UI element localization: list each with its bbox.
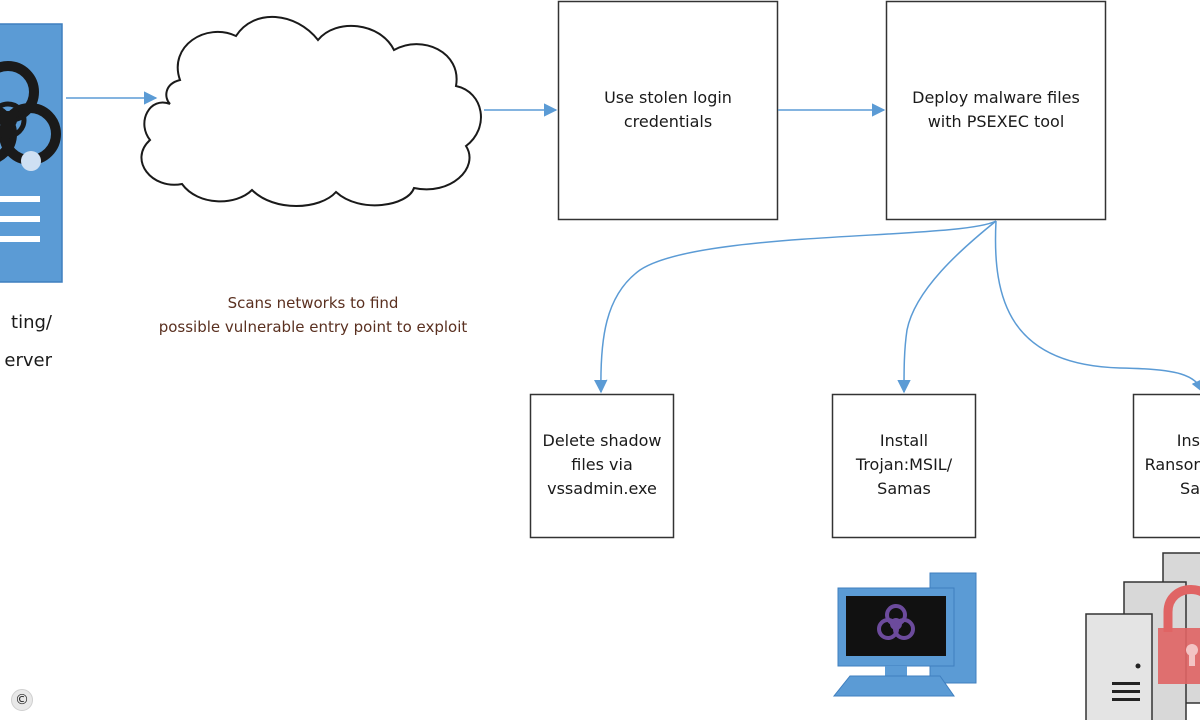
scan-note: Scans networks to find possible vulnerab… — [130, 291, 496, 339]
step-box-deploy-malware — [885, 0, 1107, 221]
step-text-deploy-malware: Deploy malware files with PSEXEC tool — [888, 86, 1104, 134]
step-deploy-line-1: Deploy malware files — [912, 88, 1080, 107]
step-trojan-line-2: Trojan:MSIL/ — [855, 455, 953, 474]
step-delete-line-1: Delete shadow — [542, 431, 662, 450]
ransomware-servers-icon — [1085, 552, 1200, 720]
scan-note-line-1: Scans networks to find — [227, 294, 399, 312]
infected-computer-icon — [832, 572, 977, 697]
step-text-install-trojan: Install Trojan:MSIL/ Samas — [834, 429, 974, 501]
step-box-delete-shadow — [529, 393, 675, 539]
source-label-line-2: erver — [4, 350, 52, 371]
step-delete-line-2: files via — [571, 455, 633, 474]
step-ransom-line-1: Ins — [1176, 431, 1200, 450]
step-text-stolen-credentials: Use stolen login credentials — [560, 86, 776, 134]
source-label-line-1: ting/ — [11, 312, 52, 333]
cloud-icon — [140, 15, 482, 207]
arrow-deploy-to-ransom — [994, 220, 1200, 394]
step-text-install-ransom: Ins Ransor Sa — [1135, 429, 1200, 501]
step-ransom-line-3: Sa — [1180, 479, 1200, 498]
arrow-deploy-to-delete-shadow — [594, 220, 997, 394]
step-trojan-line-1: Install — [879, 431, 929, 450]
step-stolen-line-1: Use stolen login — [604, 88, 732, 107]
step-text-delete-shadow: Delete shadow files via vssadmin.exe — [532, 429, 672, 501]
step-box-install-ransom — [1132, 393, 1200, 539]
arrow-deploy-to-trojan — [897, 220, 997, 394]
step-box-stolen-credentials — [557, 0, 779, 221]
scan-note-line-2: possible vulnerable entry point to explo… — [158, 318, 468, 336]
step-ransom-line-2: Ransor — [1144, 455, 1200, 474]
step-deploy-line-2: with PSEXEC tool — [927, 112, 1065, 131]
source-server-label: ting/ erver — [0, 304, 52, 380]
step-delete-line-3: vssadmin.exe — [547, 479, 657, 498]
biohazard-server-icon — [0, 23, 63, 283]
step-trojan-line-3: Samas — [877, 479, 931, 498]
step-stolen-line-2: credentials — [623, 112, 713, 131]
copyright-icon: © — [11, 689, 33, 711]
step-box-install-trojan — [831, 393, 977, 539]
